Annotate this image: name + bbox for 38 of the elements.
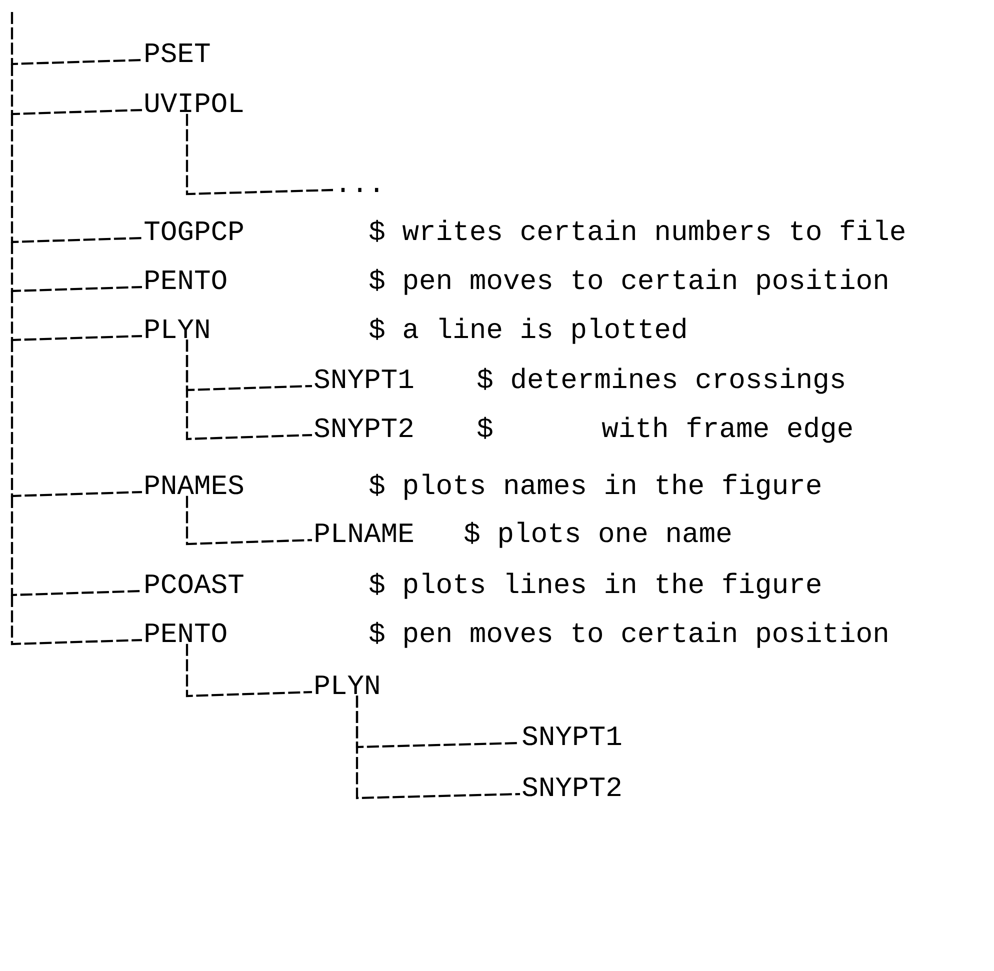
comment-text: $ writes certain numbers to file <box>370 220 904 242</box>
subroutine-name: PCOAST <box>146 574 244 594</box>
subroutine-name: SNYPT2 <box>522 777 620 796</box>
tree-line <box>186 496 312 546</box>
tree-line <box>10 291 142 342</box>
tree-line <box>10 114 142 244</box>
subroutine-name: SNYPT2 <box>314 418 412 438</box>
subroutine-name: PENTO <box>146 623 226 642</box>
comment-text: $ plots one name <box>464 522 731 548</box>
subroutine-name: PLYN <box>316 676 379 694</box>
subroutine-name: PLNAME <box>316 524 413 542</box>
tree-line <box>186 114 334 196</box>
subroutine-name: ... <box>341 188 378 192</box>
subroutine-name: PNAMES <box>146 475 244 494</box>
tree-line <box>10 496 142 596</box>
subroutine-name: PLYN <box>146 320 209 338</box>
comment-text: $ <box>478 416 492 439</box>
tree-line <box>186 340 312 440</box>
subroutine-name: PENTO <box>146 270 226 290</box>
tree-line <box>10 64 142 116</box>
subroutine-name: SNYPT1 <box>314 369 414 388</box>
comment-text: $ determines crossings <box>478 368 844 394</box>
tree-line <box>186 644 312 698</box>
subroutine-name: TOGPCP <box>144 221 243 240</box>
subroutine-name: PSET <box>146 43 210 62</box>
tree-line <box>10 12 142 66</box>
comment-text: $ plots names in the figure <box>370 474 820 500</box>
comment-text: $ a line is plotted <box>370 318 686 344</box>
tree-line <box>356 696 520 800</box>
subroutine-name: SNYPT1 <box>522 726 622 746</box>
subroutine-name: UVIPOL <box>146 93 243 112</box>
comment-text: with frame edge <box>602 416 852 443</box>
tree-line <box>10 242 142 292</box>
comment-text: $ pen moves to certain position <box>370 268 887 295</box>
comment-text: $ pen moves to certain position <box>370 622 887 648</box>
tree-line <box>10 340 142 498</box>
comment-text: $ plots lines in the figure <box>370 572 820 599</box>
tree-line <box>10 595 142 646</box>
